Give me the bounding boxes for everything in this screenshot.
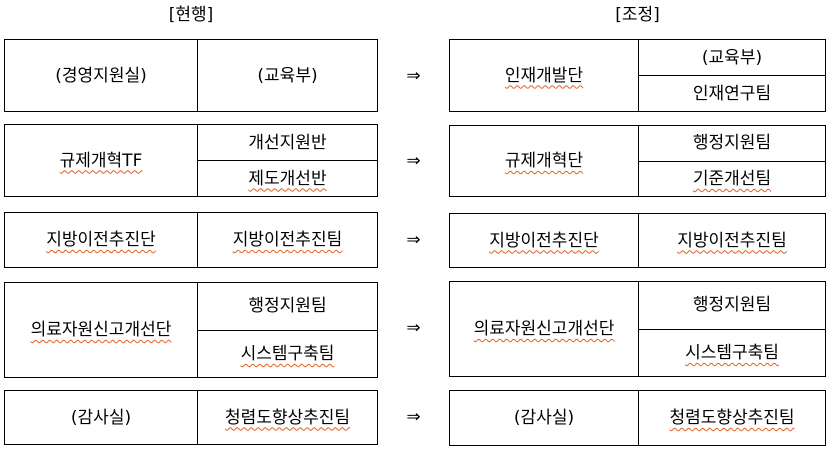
current-org-row-1: (경영지원실) (교육부) (4, 39, 378, 112)
adjusted-unit-name: 규제개혁단 (504, 151, 584, 171)
current-header: [현행] (168, 5, 214, 25)
adjusted-team-cell: 시스템구축팀 (639, 328, 825, 377)
adjusted-team-name: 지방이전추진팀 (677, 230, 787, 251)
adjusted-team-name: 행정지원팀 (692, 295, 772, 316)
adjusted-teams-cell: 행정지원팀 시스템구축팀 (639, 282, 825, 376)
adjusted-team-name: 인재연구팀 (692, 83, 772, 104)
current-unit-cell: 규제개혁TF (5, 125, 198, 196)
adjusted-teams-cell: (교육부) 인재연구팀 (639, 40, 825, 111)
adjusted-team-cell: 인재연구팀 (639, 75, 825, 111)
current-team-name: 지방이전추진팀 (232, 230, 343, 250)
current-org-row-5: (감사실) 청렴도향상추진팀 (4, 390, 378, 445)
current-unit-name: (감사실) (70, 407, 132, 428)
adjusted-team-cell: (교육부) (639, 40, 825, 75)
current-teams-cell: 행정지원팀 시스템구축팀 (198, 283, 377, 377)
arrow-icon: ⇒ (406, 66, 421, 86)
current-unit-cell: 지방이전추진단 (5, 213, 198, 267)
current-unit-name: (경영지원실) (55, 65, 147, 86)
adjusted-teams-cell: 청렴도향상추진팀 (639, 391, 825, 445)
current-org-row-4: 의료자원신고개선단 행정지원팀 시스템구축팀 (4, 282, 378, 378)
current-teams-cell: 개선지원반 제도개선반 (198, 125, 377, 196)
adjusted-team-name: (교육부) (701, 47, 763, 68)
current-team-cell: 시스템구축팀 (198, 329, 377, 378)
current-team-cell: (교육부) (198, 40, 377, 111)
current-team-name: 청렴도향상추진팀 (224, 407, 351, 428)
arrow-icon: ⇒ (406, 230, 421, 250)
adjusted-unit-name: 인재개발단 (504, 65, 584, 86)
adjusted-unit-cell: 규제개혁단 (450, 126, 639, 196)
current-team-name: (교육부) (257, 65, 318, 86)
adjusted-header: [조정] (615, 5, 660, 25)
adjusted-org-row-4: 의료자원신고개선단 행정지원팀 시스템구축팀 (449, 281, 826, 377)
current-unit-cell: (경영지원실) (5, 40, 198, 111)
current-team-name: 제도개선반 (248, 168, 327, 189)
adjusted-unit-cell: 지방이전추진단 (450, 214, 639, 267)
current-unit-cell: 의료자원신고개선단 (5, 283, 198, 377)
adjusted-team-name: 기준개선팀 (692, 168, 772, 189)
adjusted-unit-name: (감사실) (513, 408, 575, 428)
current-team-name: 개선지원반 (248, 132, 327, 153)
adjusted-teams-cell: 지방이전추진팀 (639, 214, 825, 267)
arrow-icon: ⇒ (406, 318, 421, 338)
current-org-row-2: 규제개혁TF 개선지원반 제도개선반 (4, 124, 378, 197)
current-teams-cell: 지방이전추진팀 (198, 213, 377, 267)
current-unit-name: 규제개혁TF (59, 150, 143, 171)
adjusted-teams-cell: 행정지원팀 기준개선팀 (639, 126, 825, 196)
adjusted-unit-cell: (감사실) (450, 391, 639, 445)
current-team-cell: 개선지원반 (198, 125, 377, 160)
adjusted-unit-name: 지방이전추진단 (489, 230, 599, 251)
adjusted-team-cell: 행정지원팀 (639, 282, 825, 329)
current-teams-cell: (교육부) (198, 40, 377, 111)
adjusted-org-row-1: 인재개발단 (교육부) 인재연구팀 (449, 39, 826, 112)
current-team-cell: 지방이전추진팀 (198, 213, 377, 267)
arrow-icon: ⇒ (406, 151, 421, 171)
current-team-cell: 제도개선반 (198, 160, 377, 196)
current-unit-name: 지방이전추진단 (46, 230, 156, 250)
adjusted-team-name: 행정지원팀 (692, 133, 772, 154)
current-team-name: 시스템구축팀 (240, 343, 335, 364)
adjusted-unit-name: 의료자원신고개선단 (473, 319, 615, 339)
current-teams-cell: 청렴도향상추진팀 (198, 391, 377, 444)
current-team-cell: 행정지원팀 (198, 283, 377, 330)
adjusted-team-name: 청렴도향상추진팀 (669, 408, 795, 428)
current-team-name: 행정지원팀 (248, 296, 327, 317)
adjusted-team-cell: 청렴도향상추진팀 (639, 391, 825, 445)
adjusted-team-cell: 지방이전추진팀 (639, 214, 825, 267)
arrow-icon: ⇒ (406, 407, 421, 427)
adjusted-org-row-5: (감사실) 청렴도향상추진팀 (449, 390, 826, 446)
current-unit-name: 의료자원신고개선단 (30, 320, 172, 340)
adjusted-team-cell: 기준개선팀 (639, 160, 825, 197)
adjusted-org-row-2: 규제개혁단 행정지원팀 기준개선팀 (449, 125, 826, 197)
current-org-row-3: 지방이전추진단 지방이전추진팀 (4, 212, 378, 268)
adjusted-org-row-3: 지방이전추진단 지방이전추진팀 (449, 213, 826, 268)
adjusted-team-name: 시스템구축팀 (685, 342, 779, 363)
adjusted-unit-cell: 의료자원신고개선단 (450, 282, 639, 376)
adjusted-unit-cell: 인재개발단 (450, 40, 639, 111)
adjusted-team-cell: 행정지원팀 (639, 126, 825, 161)
current-unit-cell: (감사실) (5, 391, 198, 444)
current-team-cell: 청렴도향상추진팀 (198, 391, 377, 444)
